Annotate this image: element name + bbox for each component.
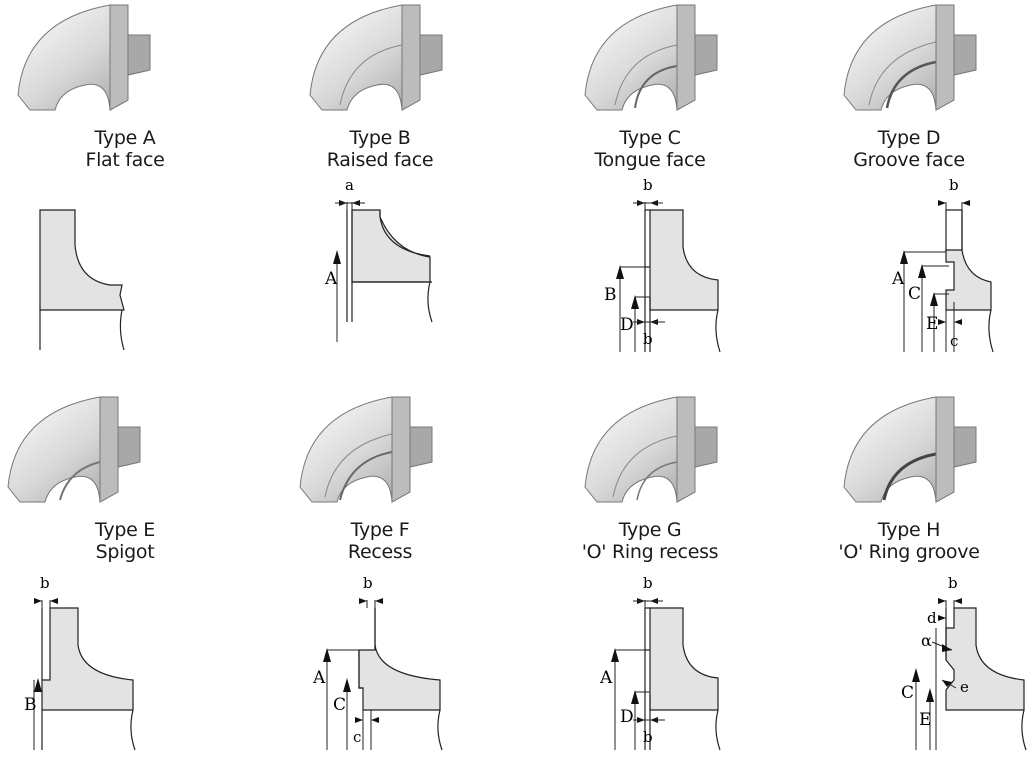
type-h-3d-render bbox=[843, 396, 977, 503]
dim-b: b bbox=[40, 574, 50, 592]
type-label: Type E bbox=[95, 519, 155, 541]
dim-A: A bbox=[312, 668, 326, 688]
type-label: Type F bbox=[350, 519, 410, 541]
dim-E: E bbox=[926, 314, 938, 334]
face-label: Recess bbox=[347, 541, 413, 563]
flange-type-a: Type A Flat face bbox=[0, 0, 250, 370]
face-label: Tongue face bbox=[594, 149, 706, 171]
type-e-section-drawing: B b bbox=[24, 574, 136, 751]
dim-C: C bbox=[908, 284, 921, 304]
type-c-section-drawing: B D b b bbox=[604, 176, 721, 353]
dim-b: b bbox=[363, 574, 373, 592]
type-a-3d-render bbox=[17, 4, 151, 111]
flange-type-f: Type F Recess A C c b bbox=[255, 392, 505, 762]
dim-B: B bbox=[24, 695, 37, 715]
type-g-section-drawing: A D b b bbox=[599, 574, 721, 751]
type-d-section-drawing: A C E c b bbox=[891, 176, 994, 353]
dim-b-bottom: b bbox=[643, 330, 653, 348]
dim-b-top: b bbox=[643, 176, 653, 194]
flange-type-b: Type B Raised face A a bbox=[255, 0, 505, 370]
type-b-3d-render bbox=[309, 4, 443, 111]
type-f-caption: Type F Recess bbox=[255, 519, 505, 563]
type-b-section-drawing: A a bbox=[324, 176, 433, 342]
flange-type-d: Type D Groove face A C E c bbox=[784, 0, 1034, 370]
dim-b-top: b bbox=[643, 574, 653, 592]
type-g-3d-render bbox=[584, 396, 718, 503]
type-a-section-drawing bbox=[39, 209, 125, 351]
face-label: Spigot bbox=[95, 541, 155, 563]
flange-type-g: Type G 'O' Ring recess A D b b bbox=[525, 392, 775, 762]
type-g-caption: Type G 'O' Ring recess bbox=[525, 519, 775, 563]
dim-b: b bbox=[949, 176, 959, 194]
type-label: Type A bbox=[94, 127, 156, 149]
type-e-3d-render bbox=[7, 396, 141, 503]
type-c-caption: Type C Tongue face bbox=[525, 127, 775, 171]
type-b-caption: Type B Raised face bbox=[255, 127, 505, 171]
type-f-section-drawing: A C c b bbox=[312, 574, 443, 751]
dim-D: D bbox=[620, 315, 634, 335]
dim-D: D bbox=[620, 707, 634, 727]
dim-C: C bbox=[901, 683, 914, 703]
face-label: 'O' Ring groove bbox=[838, 541, 980, 563]
flange-type-e: Type E Spigot B b bbox=[0, 392, 250, 762]
flange-type-h: Type H 'O' Ring groove C E d α e bbox=[784, 392, 1034, 762]
dim-A: A bbox=[891, 269, 905, 289]
dim-e: e bbox=[960, 678, 969, 696]
type-label: Type D bbox=[877, 127, 941, 149]
type-e-caption: Type E Spigot bbox=[0, 519, 250, 563]
flange-type-c: Type C Tongue face B D b b bbox=[525, 0, 775, 370]
dim-d: d bbox=[927, 609, 937, 627]
type-d-3d-render bbox=[843, 4, 977, 111]
type-a-caption: Type A Flat face bbox=[0, 127, 250, 171]
type-h-section-drawing: C E d α e b bbox=[901, 574, 1027, 751]
type-h-caption: Type H 'O' Ring groove bbox=[784, 519, 1034, 563]
type-c-3d-render bbox=[584, 4, 718, 111]
face-label: Raised face bbox=[326, 149, 434, 171]
dim-c: c bbox=[950, 332, 958, 350]
type-label: Type G bbox=[618, 519, 682, 541]
dim-B: B bbox=[604, 285, 617, 305]
dim-b: b bbox=[948, 574, 958, 592]
type-f-3d-render bbox=[299, 396, 433, 503]
type-label: Type C bbox=[619, 127, 681, 149]
face-label: 'O' Ring recess bbox=[581, 541, 719, 563]
face-label: Groove face bbox=[853, 149, 965, 171]
dim-A: A bbox=[599, 668, 613, 688]
type-d-caption: Type D Groove face bbox=[784, 127, 1034, 171]
dim-E: E bbox=[919, 710, 931, 730]
dim-alpha: α bbox=[921, 631, 932, 650]
face-label: Flat face bbox=[85, 149, 165, 171]
type-label: Type H bbox=[877, 519, 941, 541]
dim-b-bottom: b bbox=[643, 728, 653, 746]
dim-a: a bbox=[345, 176, 354, 194]
dim-C: C bbox=[333, 695, 346, 715]
type-label: Type B bbox=[349, 127, 411, 149]
dim-c: c bbox=[353, 728, 361, 746]
dim-A: A bbox=[324, 269, 338, 289]
